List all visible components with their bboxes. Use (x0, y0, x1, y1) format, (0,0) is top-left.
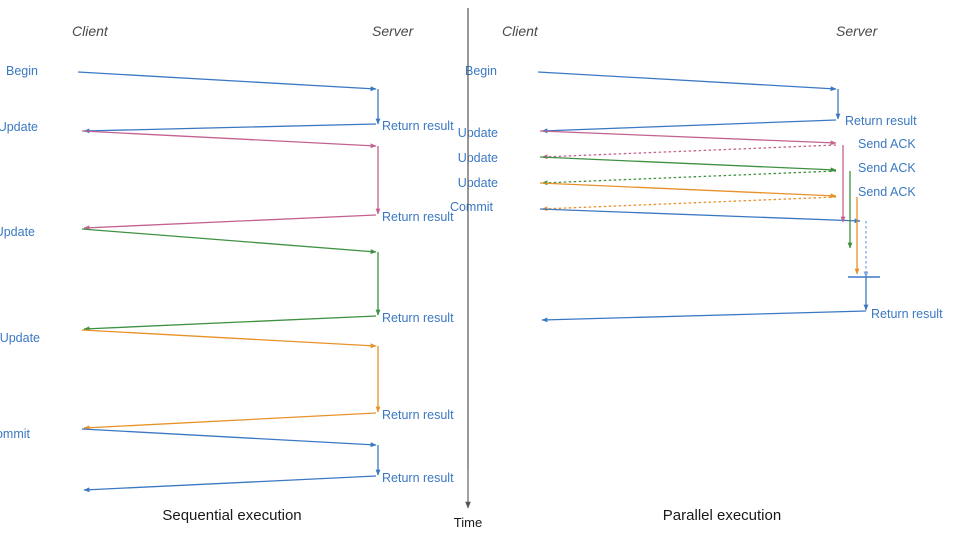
message-line-seq-begin (77, 71, 377, 92)
message-seq-return-2: Return result (83, 210, 454, 231)
message-label-par-update-3: Update (458, 176, 498, 190)
message-line-par-ack-1 (541, 144, 837, 160)
message-seq-begin: Begin (6, 64, 377, 92)
message-label-seq-return-1: Return result (382, 119, 454, 133)
message-line-par-return-1 (541, 119, 837, 134)
message-seq-return-5: Return result (83, 471, 454, 493)
server-actor-label: Server (372, 23, 415, 39)
panel-caption-parallel: Parallel execution (663, 507, 781, 524)
message-par-return-2: Return result (541, 307, 943, 323)
message-label-par-commit: Commit (450, 200, 494, 214)
message-line-seq-update-1 (81, 130, 377, 149)
message-line-seq-update-3 (81, 329, 377, 349)
message-line-par-return-2 (541, 310, 867, 323)
message-label-seq-update-1: Update (0, 120, 38, 134)
message-seq-update-2: Update (0, 225, 377, 254)
message-label-seq-return-4: Return result (382, 408, 454, 422)
message-label-par-begin: Begin (465, 64, 497, 78)
message-label-seq-begin: Begin (6, 64, 38, 78)
message-label-seq-return-5: Return result (382, 471, 454, 485)
message-line-seq-return-2 (83, 214, 377, 231)
message-line-par-ack-3 (541, 196, 837, 212)
message-label-seq-commit: Commit (0, 427, 31, 441)
message-label-par-ack-3: Send ACK (858, 185, 916, 199)
message-line-seq-return-4 (83, 412, 377, 431)
message-label-seq-return-3: Return result (382, 311, 454, 325)
message-par-ack-3: Send ACK (541, 185, 916, 212)
message-line-seq-return-3 (83, 315, 377, 332)
message-par-ack-1: Send ACK (541, 137, 916, 160)
message-label-seq-return-2: Return result (382, 210, 454, 224)
panel-caption-sequential: Sequential execution (162, 507, 301, 524)
client-actor-label: Client (72, 23, 109, 39)
message-line-seq-return-5 (83, 475, 377, 493)
client-actor-label: Client (502, 23, 539, 39)
message-line-seq-update-2 (81, 228, 377, 254)
message-par-update-1: Update (458, 126, 837, 146)
message-line-par-update-1 (539, 130, 837, 146)
message-par-update-3: Update (458, 176, 837, 199)
message-seq-update-1: Update (0, 120, 377, 149)
message-label-par-update-1: Update (458, 126, 498, 140)
time-axis: Time (454, 8, 482, 530)
message-seq-return-3: Return result (83, 311, 454, 332)
server-actor-label: Server (836, 23, 879, 39)
message-seq-return-4: Return result (83, 408, 454, 431)
message-label-seq-update-2: Update (0, 225, 35, 239)
message-par-ack-2: Send ACK (541, 161, 916, 186)
message-par-return-1: Return result (541, 114, 917, 134)
time-axis-label: Time (454, 515, 482, 530)
message-seq-return-1: Return result (83, 119, 454, 134)
message-line-par-ack-2 (541, 170, 837, 186)
message-label-par-ack-1: Send ACK (858, 137, 916, 151)
message-par-commit: Commit (450, 200, 861, 224)
message-line-par-update-2 (539, 156, 837, 173)
message-line-seq-commit (81, 428, 377, 448)
message-par-begin: Begin (465, 64, 837, 92)
message-line-par-begin (537, 71, 837, 92)
message-par-update-2: Update (458, 151, 837, 173)
message-label-seq-update-3: Update (0, 331, 40, 345)
message-label-par-return-2: Return result (871, 307, 943, 321)
message-line-seq-return-1 (83, 123, 377, 134)
message-seq-update-3: Update (0, 329, 377, 349)
message-label-par-update-2: Update (458, 151, 498, 165)
message-line-par-commit (539, 208, 861, 224)
message-seq-commit: Commit (0, 427, 377, 448)
message-label-par-return-1: Return result (845, 114, 917, 128)
message-label-par-ack-2: Send ACK (858, 161, 916, 175)
message-line-par-update-3 (539, 182, 837, 199)
